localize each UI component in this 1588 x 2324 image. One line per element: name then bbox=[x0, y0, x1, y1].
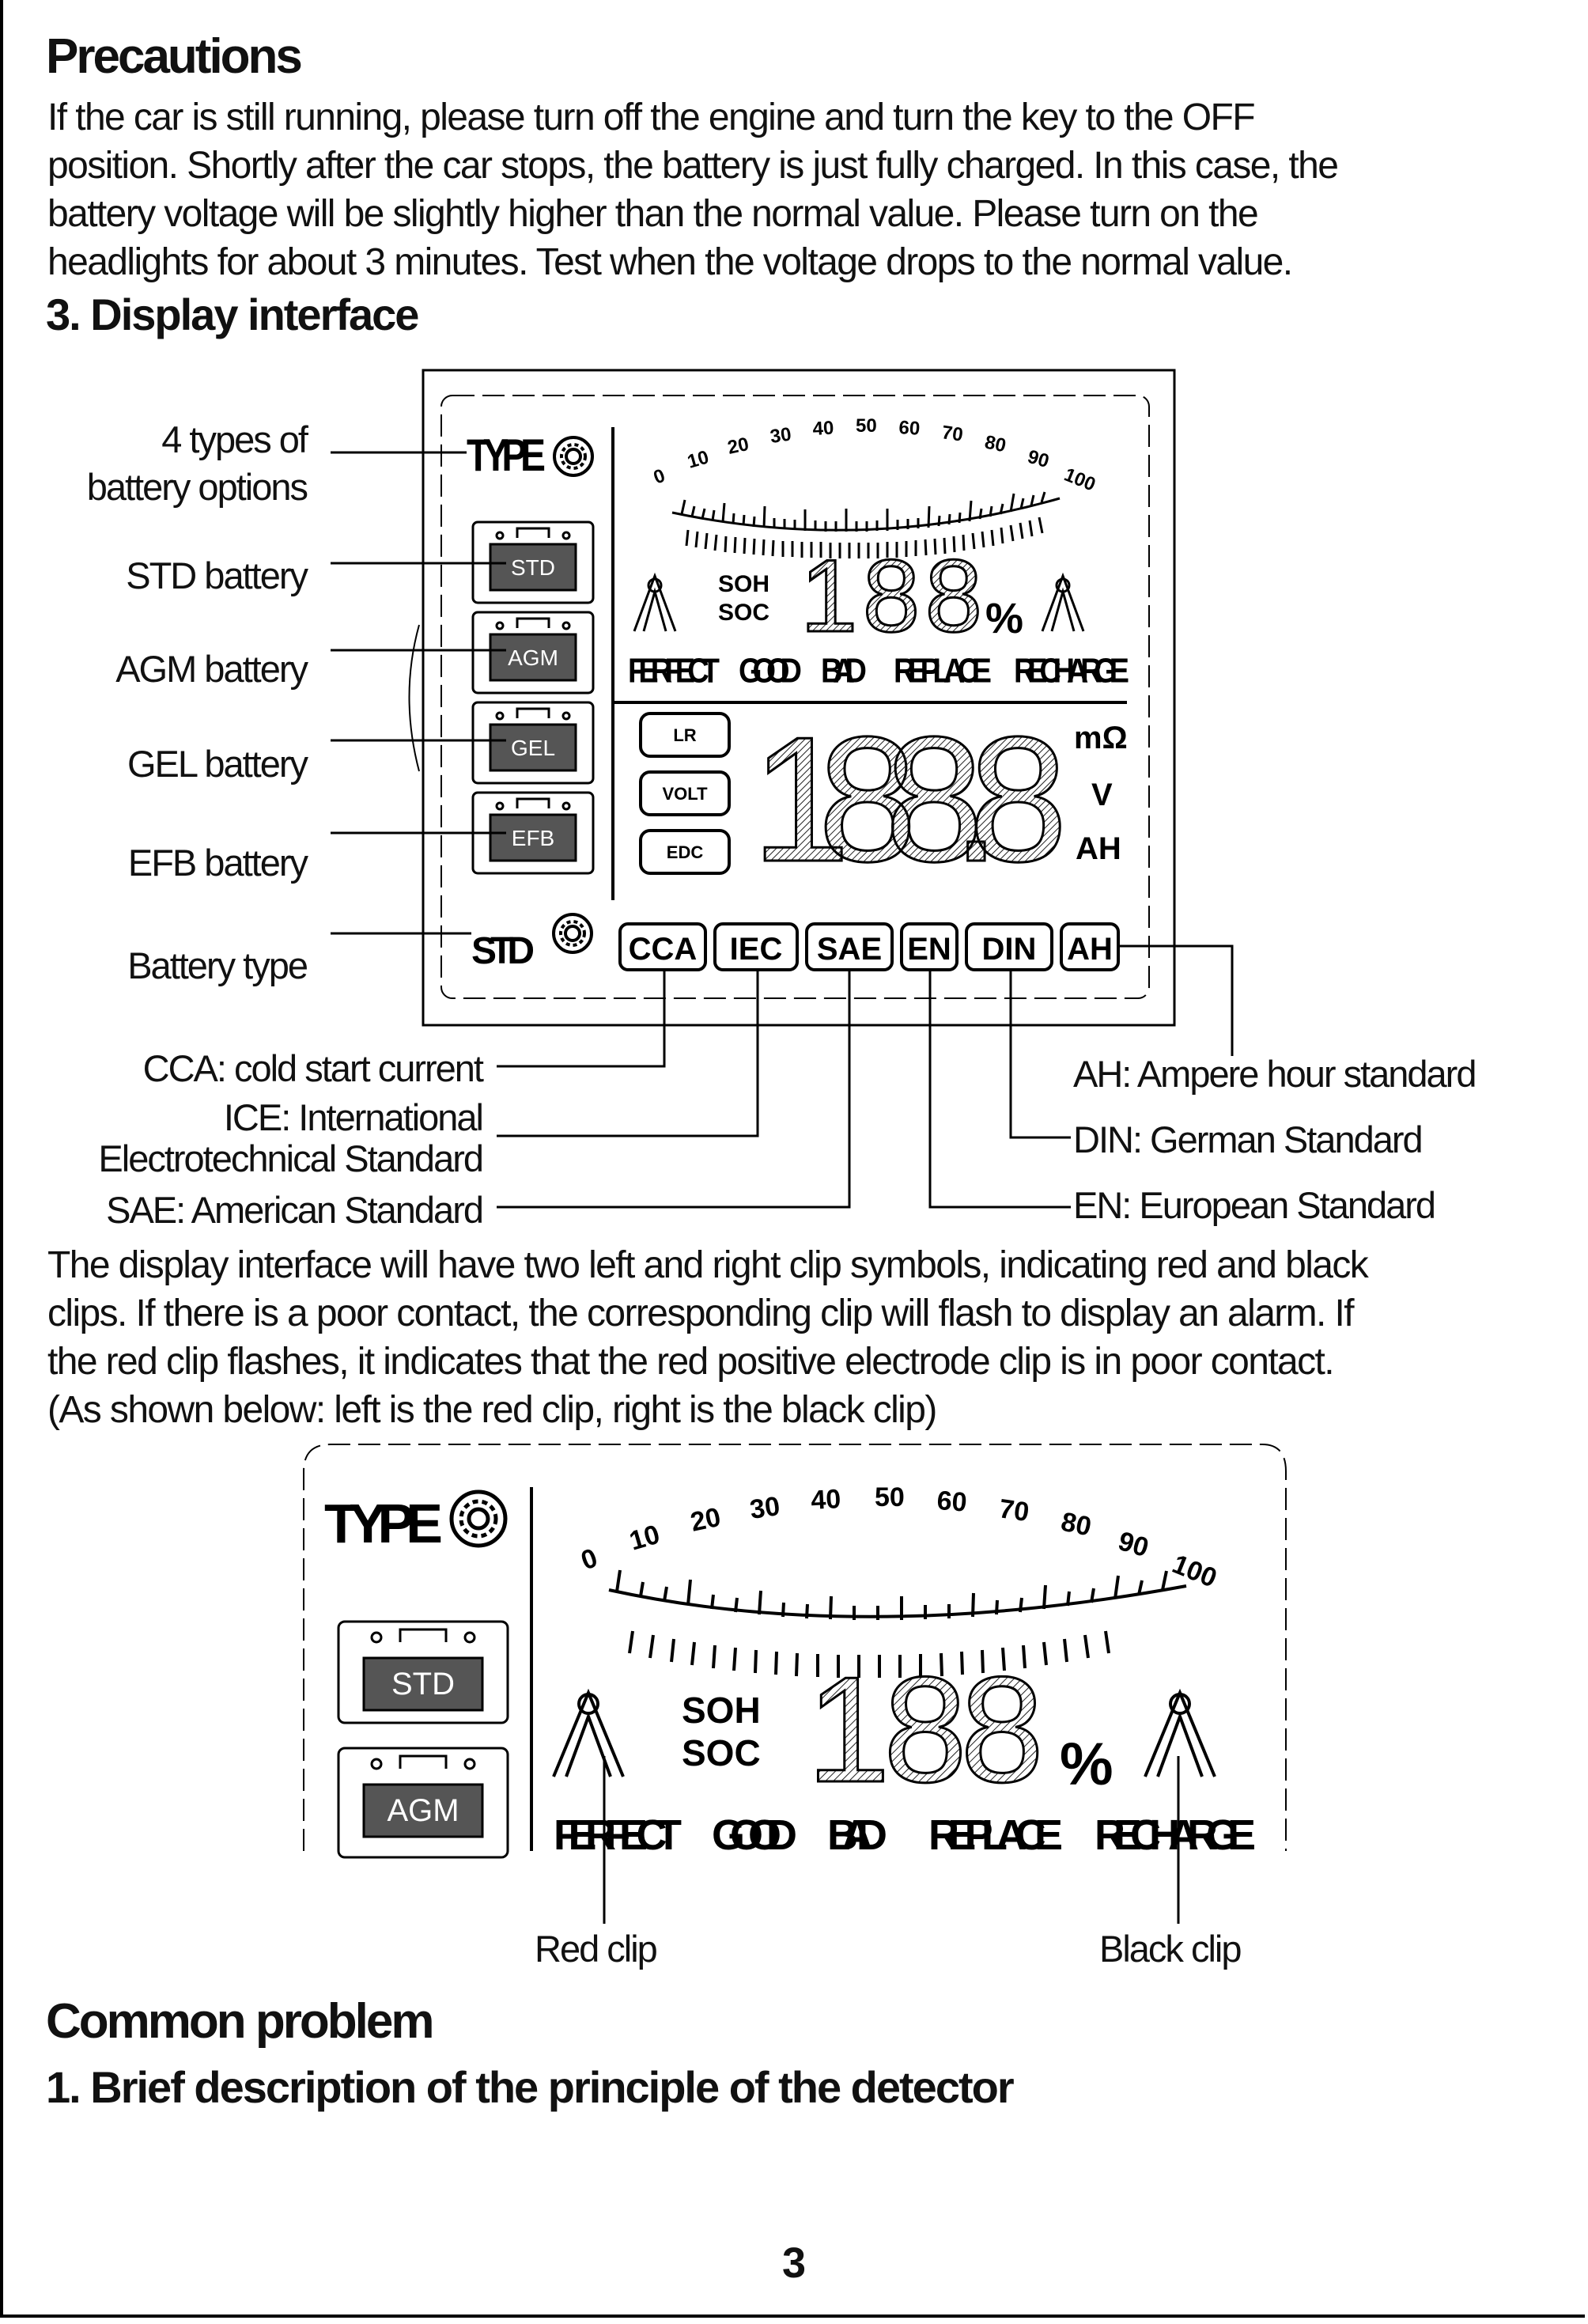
lcd2-percent-sign: % bbox=[1060, 1731, 1113, 1798]
label-sae: SAE: American Standard bbox=[106, 1189, 484, 1231]
scale-60: 60 bbox=[898, 417, 921, 440]
scale-80: 80 bbox=[983, 431, 1008, 456]
label-ah: AH: Ampere hour standard bbox=[1073, 1053, 1476, 1095]
scale-70: 70 bbox=[940, 422, 964, 445]
scale2-60: 60 bbox=[936, 1486, 967, 1518]
mode-edc: EDC bbox=[667, 842, 704, 862]
lcd-percent-digits: 188 bbox=[800, 538, 982, 653]
standard-din: DIN bbox=[982, 932, 1037, 967]
standard-sae: SAE bbox=[817, 932, 882, 967]
common-problem-heading: Common problem bbox=[46, 1994, 434, 2049]
black-clip-icon bbox=[1041, 572, 1085, 632]
scale-0: 0 bbox=[651, 465, 668, 489]
status-bad: BAD bbox=[821, 651, 867, 690]
scale2-10: 10 bbox=[626, 1520, 664, 1557]
lcd2-soh: SOH bbox=[682, 1690, 761, 1731]
precautions-paragraph: If the car is still running, please turn… bbox=[47, 97, 1339, 283]
lcd-main-digits: 188.8 bbox=[751, 699, 1068, 899]
scale-90: 90 bbox=[1025, 446, 1051, 472]
scale2-70: 70 bbox=[997, 1493, 1031, 1527]
lcd2-type-label: TYPE bbox=[324, 1493, 443, 1554]
scale-40: 40 bbox=[812, 418, 834, 440]
label-din: DIN: German Standard bbox=[1073, 1118, 1424, 1160]
lcd2-battery-std: STD bbox=[391, 1667, 455, 1701]
scale-50: 50 bbox=[856, 415, 877, 437]
page-number: 3 bbox=[781, 2239, 807, 2287]
scale-10: 10 bbox=[685, 446, 711, 472]
clips-paragraph: The display interface will have two left… bbox=[47, 1244, 1369, 1431]
gear-icon bbox=[552, 913, 593, 954]
lcd2-battery-agm: AGM bbox=[387, 1793, 459, 1828]
gear-icon bbox=[449, 1489, 508, 1548]
scale2-80: 80 bbox=[1058, 1507, 1094, 1542]
label-en: EN: European Standard bbox=[1073, 1184, 1436, 1226]
lcd-soc: SOC bbox=[718, 600, 769, 626]
unit-ah: AH bbox=[1076, 831, 1121, 866]
standard-cca: CCA bbox=[629, 932, 698, 967]
label-agm-battery: AGM battery bbox=[115, 648, 308, 690]
status-good: GOOD bbox=[739, 651, 802, 690]
label-iec-1: ICE: International bbox=[223, 1096, 484, 1138]
label-black-clip: Black clip bbox=[1099, 1928, 1242, 1970]
label-red-clip: Red clip bbox=[535, 1928, 658, 1970]
black-clip-icon-large bbox=[1144, 1688, 1216, 1777]
label-battery-options-1: 4 types of bbox=[161, 418, 308, 460]
lcd-clip-diagram: TYPE STD AGM bbox=[303, 1444, 1287, 1924]
lcd-diagram: 0 10 20 30 40 50 60 70 80 90 100 TYPE ST… bbox=[331, 369, 1234, 1209]
display-interface-heading: 3. Display interface bbox=[46, 290, 419, 339]
precautions-heading: Precautions bbox=[46, 29, 303, 84]
scale2-20: 20 bbox=[688, 1502, 724, 1538]
standard-en: EN bbox=[907, 932, 951, 967]
standard-iec: IEC bbox=[730, 932, 783, 967]
lcd-soh: SOH bbox=[718, 571, 769, 597]
status-perfect: FERFECT bbox=[628, 651, 720, 690]
scale-20: 20 bbox=[726, 433, 751, 459]
lcd2-soc: SOC bbox=[682, 1732, 761, 1773]
label-battery-options-2: battery options bbox=[86, 466, 308, 508]
label-cca: CCA: cold start current bbox=[142, 1047, 484, 1089]
standard-ah: AH bbox=[1067, 932, 1113, 967]
lcd-battery-efb: EFB bbox=[512, 826, 554, 850]
label-std-battery: STD battery bbox=[126, 555, 308, 596]
scale-30: 30 bbox=[769, 423, 792, 447]
label-gel-battery: GEL battery bbox=[127, 743, 308, 785]
unit-volt: V bbox=[1091, 778, 1113, 812]
principle-subheading: 1. Brief description of the principle of… bbox=[46, 2062, 1015, 2112]
lcd-battery-gel: GEL bbox=[511, 736, 555, 760]
label-battery-type: Battery type bbox=[127, 944, 308, 986]
lcd-percent-sign: % bbox=[985, 595, 1023, 642]
gear-icon bbox=[553, 436, 594, 477]
mode-lr: LR bbox=[673, 725, 696, 745]
status2-bad: BAD bbox=[827, 1811, 887, 1859]
status2-replace: REPLACE bbox=[928, 1811, 1063, 1859]
scale2-0: 0 bbox=[577, 1542, 602, 1576]
status2-perfect: FERFECT bbox=[554, 1811, 682, 1859]
red-clip-icon-large bbox=[552, 1688, 625, 1777]
lcd-battery-std: STD bbox=[511, 555, 555, 580]
label-iec-2: Electrotechnical Standard bbox=[98, 1137, 484, 1179]
lcd-battery-agm: AGM bbox=[508, 645, 558, 670]
lcd-std-mode: STD bbox=[471, 930, 535, 972]
unit-mohm: mΩ bbox=[1074, 721, 1128, 755]
scale2-30: 30 bbox=[748, 1491, 782, 1525]
status-recharge: RECHARGE bbox=[1014, 651, 1129, 690]
mode-volt: VOLT bbox=[662, 784, 708, 804]
scale2-40: 40 bbox=[810, 1484, 841, 1516]
label-efb-battery: EFB battery bbox=[127, 842, 308, 884]
scale2-90: 90 bbox=[1115, 1526, 1152, 1563]
scale-100: 100 bbox=[1061, 464, 1098, 496]
status2-recharge: RECHARGE bbox=[1095, 1811, 1256, 1859]
lcd2-percent-digits: 188 bbox=[807, 1646, 1044, 1814]
red-clip-icon bbox=[633, 572, 677, 632]
status2-good: GOOD bbox=[712, 1811, 797, 1859]
lcd-type-label: TYPE bbox=[467, 430, 546, 481]
scale2-50: 50 bbox=[875, 1482, 905, 1512]
status-replace: REPLACE bbox=[894, 651, 992, 690]
